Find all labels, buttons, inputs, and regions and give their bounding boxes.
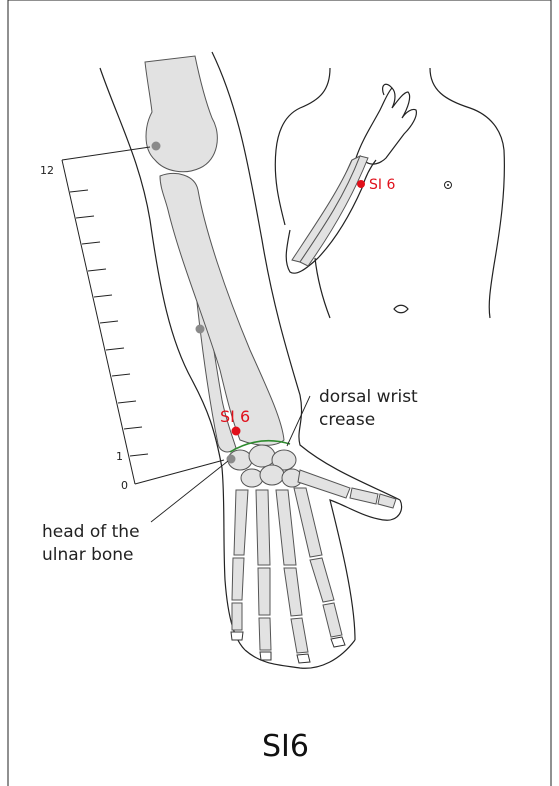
si6-point-main — [232, 427, 241, 436]
si6-point-inset — [357, 180, 365, 188]
ulna-head-leader — [151, 461, 228, 522]
wrist-crease-label-line2: crease — [319, 410, 375, 430]
wrist-crease-label-line1: dorsal wrist — [319, 387, 418, 407]
wrist-crease-leader — [287, 396, 310, 446]
ulna-head-label-line1: head of the — [42, 522, 140, 542]
forearm-landmark — [196, 325, 205, 334]
ulna-head-label-line2: ulnar bone — [42, 545, 134, 565]
page-frame — [8, 0, 551, 786]
figure-caption: SI6 — [262, 729, 309, 764]
forearm-hand-illustration — [100, 52, 402, 668]
si6-label-main: SI 6 — [220, 407, 250, 426]
elbow-landmark — [152, 142, 161, 151]
si6-label-inset: SI 6 — [369, 177, 395, 193]
wrist-landmark — [227, 455, 236, 464]
ruler-top-label: 12 — [40, 164, 54, 177]
torso-inset-illustration — [275, 68, 504, 318]
ruler-zero-label: 0 — [121, 479, 128, 492]
ruler-one-label: 1 — [116, 450, 123, 463]
